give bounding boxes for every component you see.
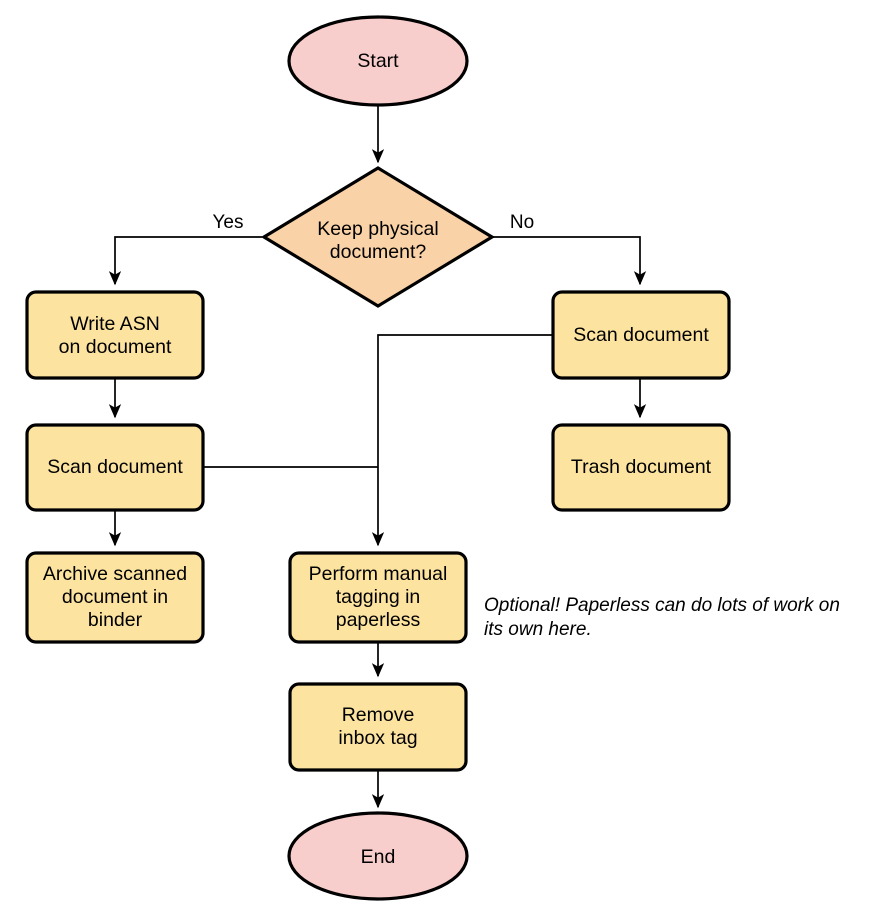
node-perform-manual-tagging-shape	[288, 551, 468, 644]
annotation-optional-note-line2: its own here.	[484, 619, 592, 640]
node-keep-physical-document-label-line2: document?	[330, 241, 427, 263]
annotation-optional-note: Optional! Paperless can do lots of work …	[484, 595, 840, 640]
node-write-asn-shape	[25, 290, 205, 380]
node-scan-document-right-label: Scan document	[573, 324, 709, 346]
node-perform-manual-tagging-label-line2: tagging in	[336, 586, 421, 608]
node-scan-document-left-shape	[25, 423, 205, 512]
node-keep-physical-document-label-line1: Keep physical	[317, 218, 438, 240]
node-start-label: Start	[357, 50, 399, 72]
node-archive-scanned-document-label-line1: Archive scanned	[43, 563, 187, 585]
node-remove-inbox-tag-label-line1: Remove	[342, 704, 415, 726]
node-trash-document-label: Trash document	[571, 456, 712, 478]
node-keep-physical-document[interactable]: Keep physical document?	[260, 166, 496, 308]
node-archive-scanned-document-label-line3: binder	[88, 609, 143, 631]
edge-label-no: No	[510, 212, 534, 233]
node-archive-scanned-document-label-line2: document in	[62, 586, 168, 608]
node-remove-inbox-tag-label-line2: inbox tag	[338, 727, 417, 749]
node-perform-manual-tagging-label-line3: paperless	[336, 609, 421, 631]
node-trash-document[interactable]: Trash document	[551, 423, 731, 512]
node-trash-document-shape	[551, 423, 731, 512]
edge-scan-right-to-manual-tagging	[371, 334, 552, 547]
node-end-label: End	[361, 846, 396, 868]
node-scan-document-left[interactable]: Scan document	[25, 423, 205, 512]
node-remove-inbox-tag-shape	[288, 682, 468, 772]
edge-label-yes: Yes	[213, 212, 244, 233]
node-end[interactable]: End	[287, 811, 469, 901]
node-scan-document-right[interactable]: Scan document	[551, 290, 731, 380]
node-write-asn-label-line2: on document	[59, 336, 172, 358]
node-perform-manual-tagging-label-line1: Perform manual	[309, 563, 448, 585]
node-start-shape	[287, 15, 469, 107]
node-keep-physical-document-shape	[260, 166, 496, 308]
node-write-asn[interactable]: Write ASN on document	[25, 290, 205, 380]
annotation-optional-note-line1: Optional! Paperless can do lots of work …	[484, 595, 840, 616]
node-scan-document-right-shape	[551, 290, 731, 380]
node-archive-scanned-document-shape	[25, 551, 205, 644]
node-archive-scanned-document[interactable]: Archive scanned document in binder	[25, 551, 205, 644]
node-write-asn-label-line1: Write ASN	[70, 313, 160, 335]
node-remove-inbox-tag[interactable]: Remove inbox tag	[288, 682, 468, 772]
node-scan-document-left-label: Scan document	[47, 456, 183, 478]
edge-decision-yes-to-write-asn	[108, 236, 262, 286]
node-end-shape	[287, 811, 469, 901]
edge-decision-no-to-scan-right	[492, 236, 647, 286]
node-perform-manual-tagging[interactable]: Perform manual tagging in paperless	[288, 551, 468, 644]
node-start[interactable]: Start	[287, 15, 469, 107]
